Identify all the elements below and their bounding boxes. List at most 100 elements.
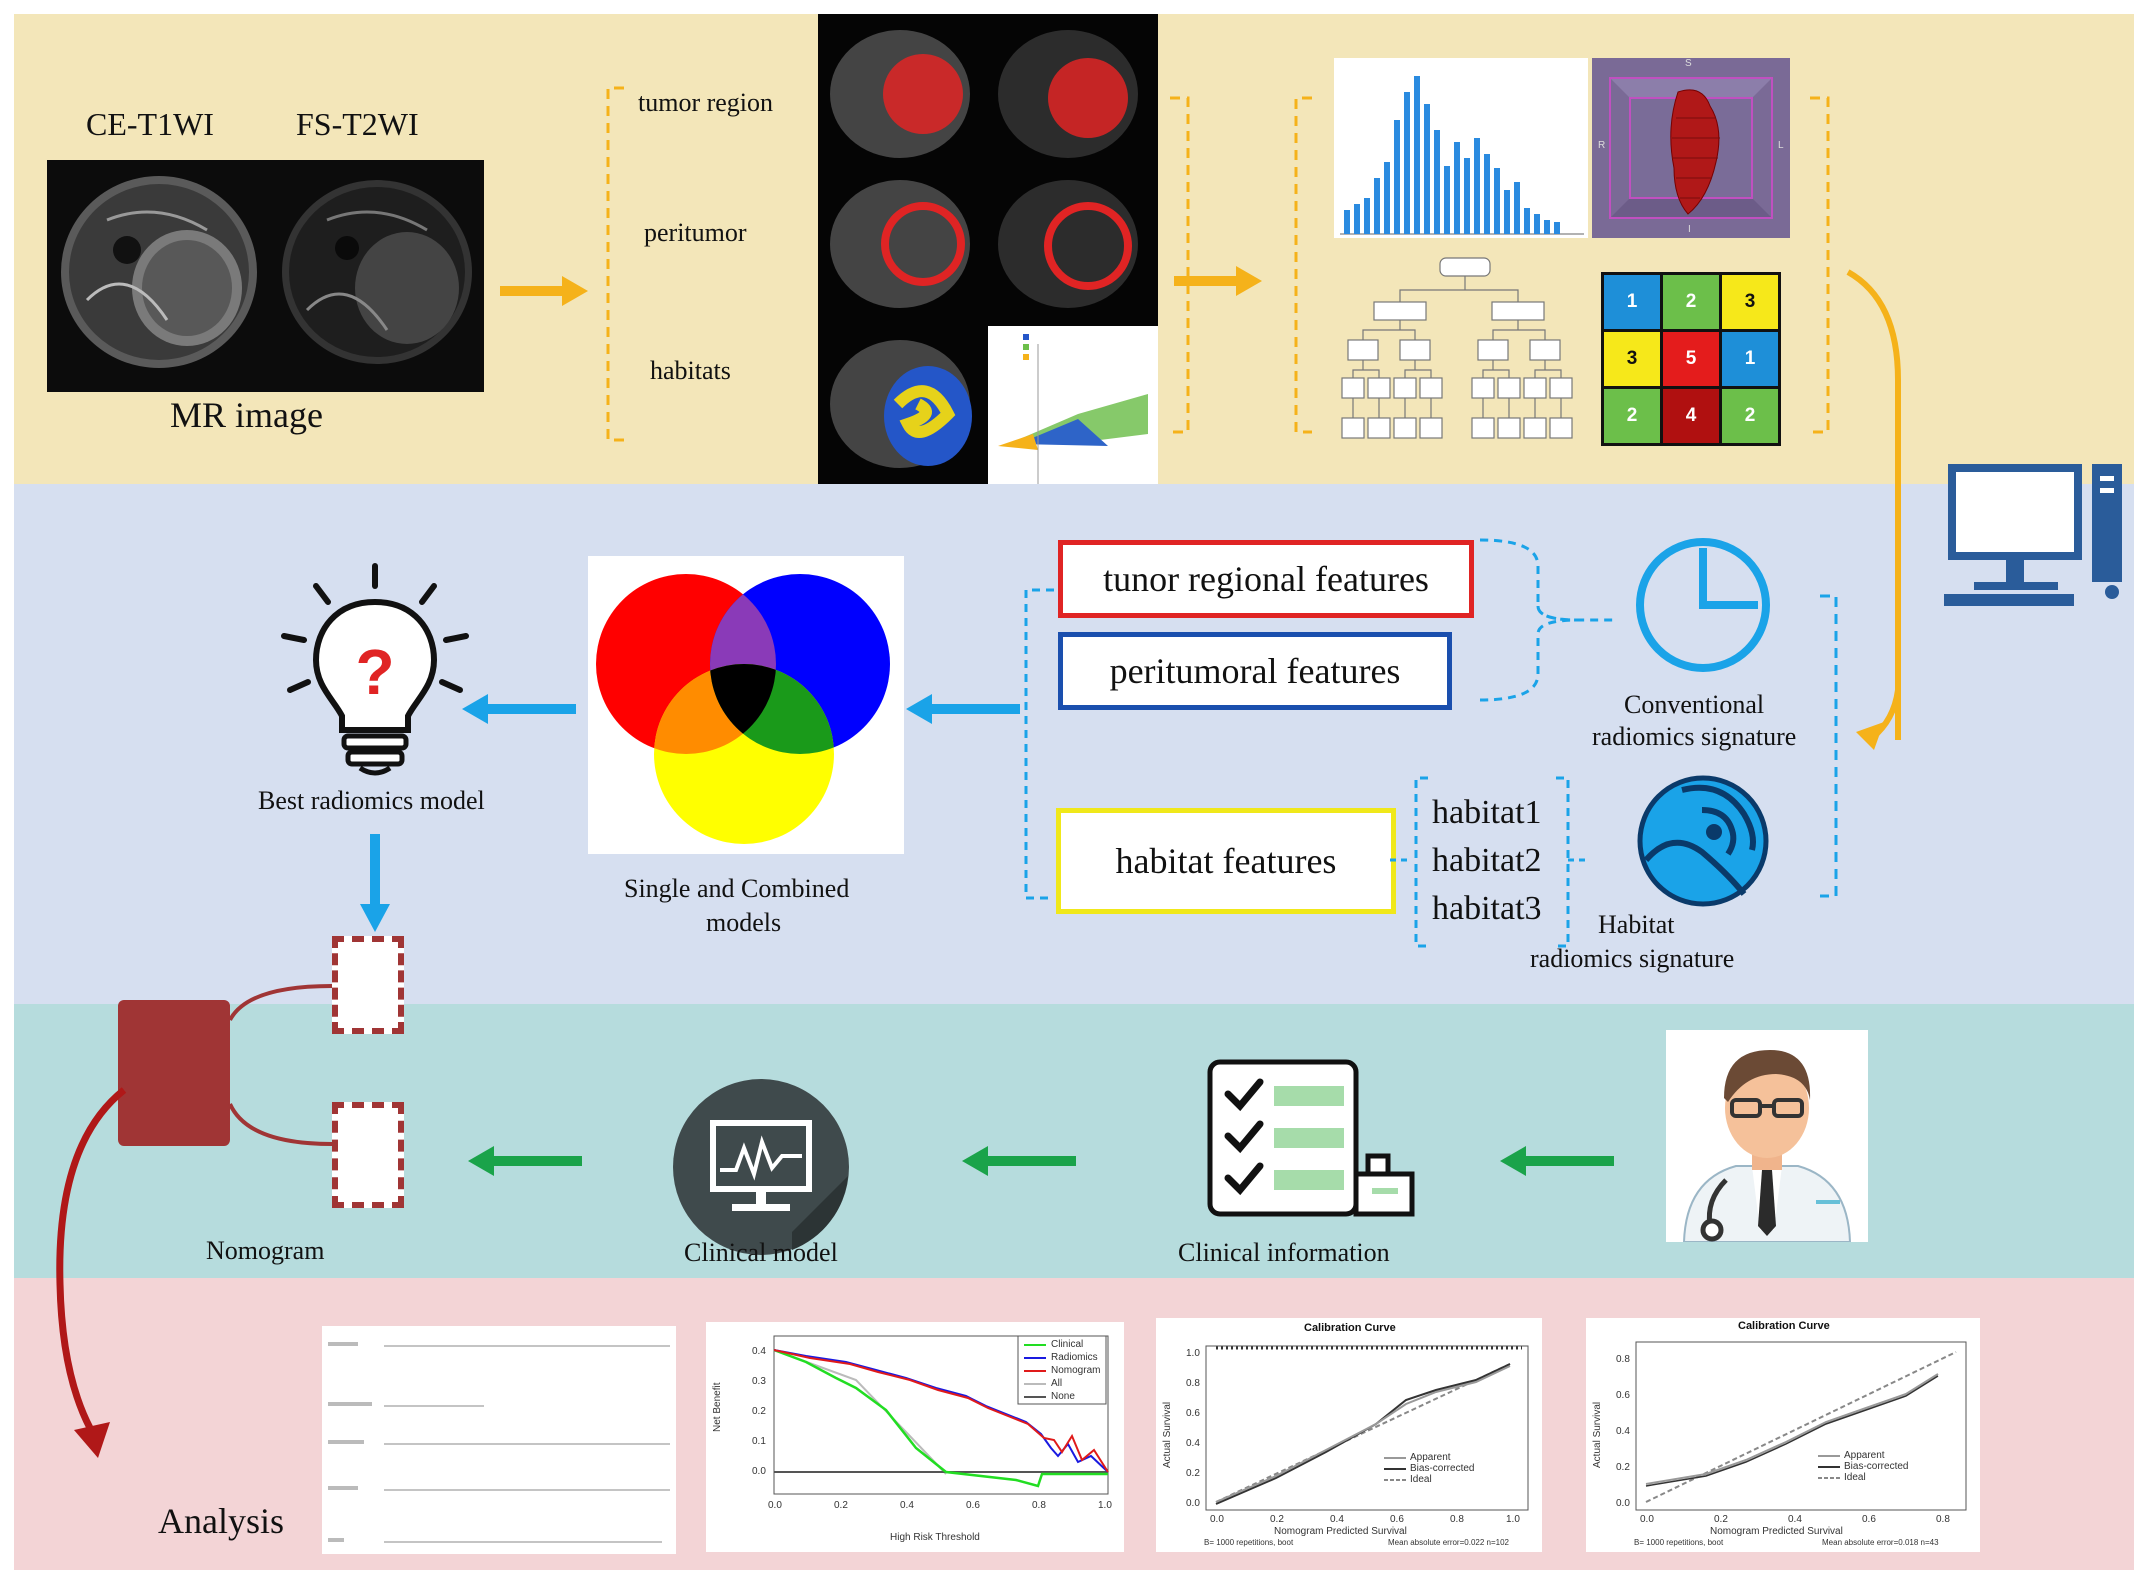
calibration-1-xtick: 0.8 [1450, 1514, 1464, 1525]
grid-cell: 1 [1604, 275, 1660, 329]
tumor-region-label: tumor region [638, 88, 774, 117]
dca-ytick: 0.1 [752, 1436, 766, 1447]
habitat2-label: habitat2 [1432, 842, 1542, 879]
feature-bracket-left [1294, 96, 1312, 434]
calibration-2-legend-ideal: Ideal [1844, 1472, 1866, 1483]
arrow-left-green-2 [962, 1146, 1076, 1176]
grid-cell: 3 [1604, 332, 1660, 386]
nomogram-block [118, 1000, 230, 1146]
habitat-signature-line2: radiomics signature [1530, 944, 1735, 973]
peritumoral-features-label: peritumoral features [1109, 651, 1401, 691]
venn-panel [588, 556, 904, 854]
grid-cell-value: 3 [1744, 291, 1756, 312]
venn-diagram [596, 574, 890, 844]
calibration-1-ytick: 0.2 [1186, 1468, 1200, 1479]
calibration-chart-2 [1635, 1341, 1967, 1511]
lightbulb-question-icon: ? [281, 563, 469, 776]
arrow-down-blue [360, 834, 390, 932]
cube-axis-i: I [1688, 224, 1691, 235]
habitat-features-box: habitat features [1056, 808, 1396, 914]
habitat-map-icon [1637, 775, 1769, 907]
svg-text:?: ? [355, 636, 394, 708]
dca-chart [773, 1335, 1109, 1495]
grid-cell: 1 [1722, 332, 1778, 386]
calibration-1-ytick: 0.4 [1186, 1438, 1200, 1449]
calibration-2-xlabel: Nomogram Predicted Survival [1710, 1526, 1843, 1537]
grid-cell: 4 [1663, 389, 1719, 443]
fs-t2wi-label: FS-T2WI [296, 106, 419, 142]
arrow-right-orange-1 [500, 276, 588, 306]
nomogram-label: Nomogram [206, 1236, 325, 1265]
calibration-2-ytick: 0.0 [1616, 1498, 1630, 1509]
venn-caption-line1: Single and Combined [624, 874, 850, 903]
calibration-plot-1: Calibration Curve Apparent Bias-correcte… [1156, 1318, 1542, 1552]
grid-cell-value: 1 [1744, 348, 1756, 369]
calibration-2-legend-bias: Bias-corrected [1844, 1461, 1909, 1472]
calibration-2-title: Calibration Curve [1738, 1320, 1830, 1332]
clinical-info-label: Clinical information [1178, 1238, 1390, 1267]
doctor-panel [1666, 1030, 1868, 1243]
mr-image-graphic [61, 176, 472, 368]
habitat-grid: 1 2 3 3 5 1 2 4 2 [1601, 272, 1781, 446]
cube-axis-s: S [1685, 58, 1692, 69]
segmentation-graphic [830, 30, 1158, 484]
mr-image-caption: MR image [170, 395, 323, 435]
calibration-2-ylabel: Actual Survival [1592, 1401, 1603, 1468]
mr-image [47, 160, 484, 392]
clinical-model-label: Clinical model [684, 1238, 838, 1267]
segmentation-panel [818, 14, 1158, 484]
histogram-panel [1334, 58, 1588, 238]
calibration-1-footer-left: B= 1000 repetitions, boot [1204, 1538, 1294, 1547]
calibration-1-ytick: 0.8 [1186, 1378, 1200, 1389]
calibration-2-legend-apparent: Apparent [1844, 1450, 1885, 1461]
arrow-right-orange-2 [1174, 266, 1262, 296]
pie-chart-icon [1636, 538, 1770, 672]
analysis-label: Analysis [158, 1501, 284, 1541]
calibration-2-footer-left: B= 1000 repetitions, boot [1634, 1538, 1724, 1547]
calibration-1-legend-ideal: Ideal [1410, 1474, 1432, 1485]
habitat-bracket [1390, 776, 1586, 948]
habitat-features-label: habitat features [1115, 841, 1337, 881]
habitat3-label: habitat3 [1432, 890, 1542, 927]
grid-cell: 3 [1722, 275, 1778, 329]
calibration-1-title: Calibration Curve [1304, 1322, 1396, 1334]
calibration-plot-2: Calibration Curve Apparent Bias-correcte… [1586, 1318, 1980, 1552]
calibration-1-ylabel: Actual Survival [1162, 1401, 1173, 1468]
calibration-2-xtick: 0.0 [1640, 1514, 1654, 1525]
venn-caption-line2: models [706, 908, 782, 937]
habitat-signature-line1: Habitat [1598, 910, 1675, 939]
computer-icon [1944, 464, 2122, 606]
grid-cell-value: 2 [1685, 291, 1697, 312]
cube-axis-l: L [1778, 140, 1784, 151]
signature-bracket [1820, 594, 1838, 898]
calibration-chart-1 [1205, 1345, 1529, 1511]
calibration-1-legend-bias: Bias-corrected [1410, 1463, 1475, 1474]
clinical-placeholder-box [332, 1102, 404, 1208]
arrow-left-green-1 [468, 1146, 582, 1176]
calibration-1-xlabel: Nomogram Predicted Survival [1274, 1526, 1407, 1537]
calibration-2-ytick: 0.4 [1616, 1426, 1630, 1437]
calibration-2-xtick: 0.8 [1936, 1514, 1950, 1525]
dca-ytick: 0.2 [752, 1406, 766, 1417]
nomogram-chart [328, 1342, 670, 1543]
arrow-curved-orange [1846, 269, 1901, 750]
ce-t1wi-label: CE-T1WI [86, 106, 214, 142]
dca-plot: Clinical Radiomics Nomogram All None 0.0… [706, 1322, 1124, 1552]
tumor-features-label: tunor regional features [1103, 559, 1429, 599]
grid-cell-value: 2 [1626, 405, 1638, 426]
arrow-left-green-3 [1500, 1146, 1614, 1176]
dca-xtick: 0.8 [1032, 1500, 1046, 1511]
calibration-1-ytick: 0.0 [1186, 1498, 1200, 1509]
arrow-curved-darkred [56, 1087, 127, 1458]
grid-cell-value: 2 [1744, 405, 1756, 426]
dca-xtick: 0.0 [768, 1500, 782, 1511]
calibration-1-footer-right: Mean absolute error=0.022 n=102 [1388, 1538, 1509, 1547]
dca-legend-nomogram: Nomogram [1051, 1365, 1101, 1376]
radiomics-placeholder-box [332, 936, 404, 1034]
feature-bracket-blue [1024, 588, 1054, 900]
calibration-2-ytick: 0.8 [1616, 1354, 1630, 1365]
grid-cell: 5 [1663, 332, 1719, 386]
tumor-3d-graphic [1609, 77, 1773, 219]
grid-cell-value: 5 [1685, 348, 1697, 369]
histogram-chart [1340, 76, 1584, 235]
